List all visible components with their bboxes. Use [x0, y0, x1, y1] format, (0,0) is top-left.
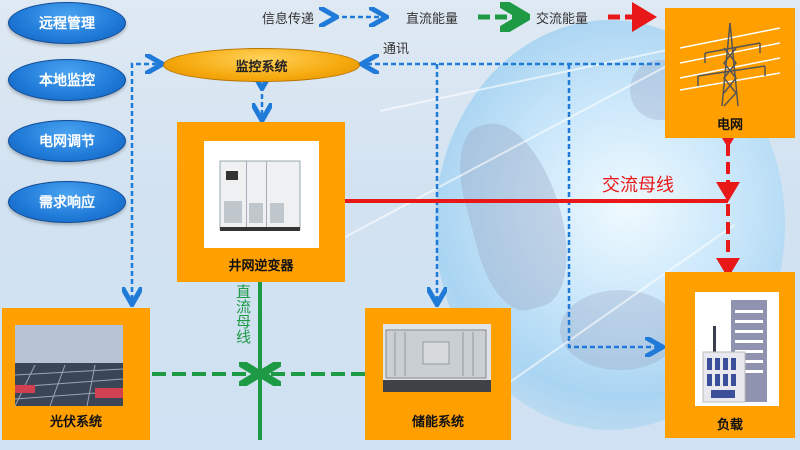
storage-label: 储能系统 [411, 415, 464, 430]
building-icon [695, 292, 779, 406]
node-energy-storage[interactable]: 储能系统 [365, 308, 511, 440]
power-tower-icon [679, 18, 781, 112]
ac-bus-label: 交流母线 [602, 175, 674, 196]
function-demand-response[interactable]: 需求响应 [8, 181, 126, 223]
legend-dc-label: 直流能量 [406, 12, 459, 27]
solar-panels-icon [15, 325, 123, 406]
function-remote-management[interactable]: 远程管理 [8, 2, 126, 44]
function-grid-regulation[interactable]: 电网调节 [8, 120, 126, 162]
legend-ac-label: 交流能量 [536, 12, 589, 27]
load-label: 负载 [716, 418, 743, 433]
pv-label: 光伏系统 [49, 415, 102, 430]
inverter-label: 井网逆变器 [228, 259, 294, 274]
legend-info-label: 信息传递 [262, 12, 315, 27]
monitoring-system[interactable]: 监控系统 [163, 48, 360, 82]
node-pv-system[interactable]: 光伏系统 [2, 308, 150, 440]
node-load[interactable]: 负载 [665, 272, 795, 438]
node-grid-inverter[interactable]: 井网逆变器 [177, 122, 345, 282]
node-power-grid[interactable]: 电网 [665, 8, 795, 138]
communication-label: 通讯 [383, 42, 410, 57]
inverter-cabinet-icon [204, 141, 319, 248]
dc-bus-label: 直流母线 [234, 284, 252, 344]
container-icon [383, 324, 491, 392]
grid-label: 电网 [716, 118, 743, 133]
function-local-monitoring[interactable]: 本地监控 [8, 59, 126, 101]
